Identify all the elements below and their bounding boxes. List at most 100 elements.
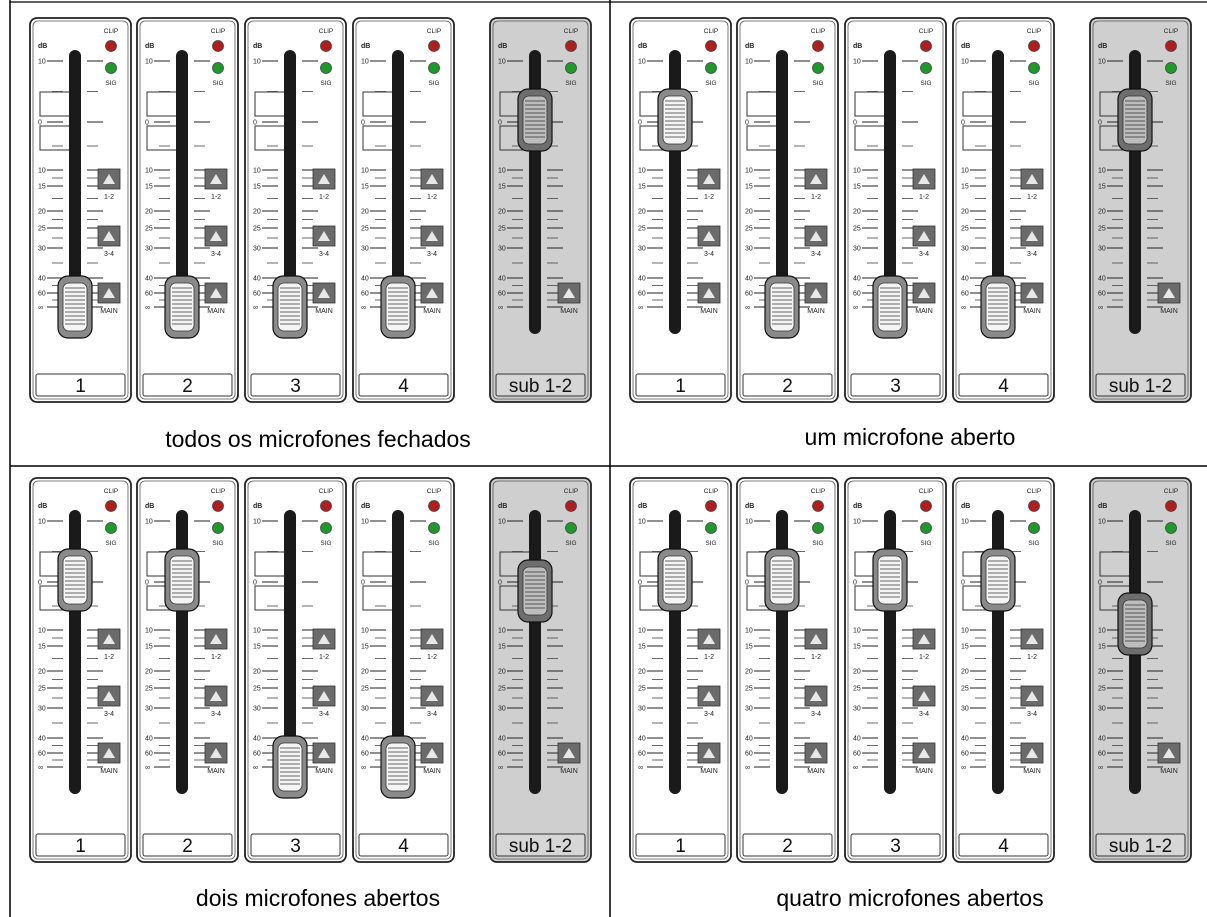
assign-button-12[interactable]: 1-2 <box>1020 628 1044 661</box>
assign-button-34[interactable]: 3-4 <box>420 225 444 258</box>
scale-tick-label: ∞ <box>38 765 43 772</box>
assign-button-12[interactable]: 1-2 <box>1020 168 1044 201</box>
assign-button-main[interactable]: MAIN <box>420 742 444 775</box>
fader-knob[interactable] <box>380 275 416 339</box>
scale-tick-label: 25 <box>961 686 969 693</box>
assign-button-34[interactable]: 3-4 <box>697 685 721 718</box>
assign-button-main[interactable]: MAIN <box>1020 742 1044 775</box>
assign-button-12[interactable]: 1-2 <box>804 168 828 201</box>
assign-button-34[interactable]: 3-4 <box>97 225 121 258</box>
clip-led-icon <box>920 500 932 512</box>
fader-knob[interactable] <box>872 275 908 339</box>
fader-knob[interactable] <box>164 275 200 339</box>
assign-button-12[interactable]: 1-2 <box>912 628 936 661</box>
fader-knob[interactable] <box>872 548 908 612</box>
scale-tick-label: 40 <box>961 736 969 743</box>
assign-button-main[interactable]: MAIN <box>1157 742 1181 775</box>
fader-knob[interactable] <box>517 88 553 152</box>
fader-knob[interactable] <box>57 275 93 339</box>
fader-knob[interactable] <box>272 275 308 339</box>
fader-knob[interactable] <box>272 735 308 799</box>
fader-knob[interactable] <box>517 559 553 623</box>
triangle-up-icon <box>426 288 438 298</box>
scale-tick-label: 20 <box>638 209 646 216</box>
assign-button-12[interactable]: 1-2 <box>204 628 228 661</box>
assign-button-12[interactable]: 1-2 <box>804 628 828 661</box>
assign-button-main[interactable]: MAIN <box>97 742 121 775</box>
assign-button-main[interactable]: MAIN <box>1157 282 1181 315</box>
assign-button-12[interactable]: 1-2 <box>312 628 336 661</box>
assign-button-12[interactable]: 1-2 <box>697 168 721 201</box>
fader-knob[interactable] <box>1117 592 1153 656</box>
assign-button-main[interactable]: MAIN <box>557 742 581 775</box>
assign-button-main[interactable]: MAIN <box>912 742 936 775</box>
assign-button-main[interactable]: MAIN <box>804 282 828 315</box>
assign-button-main[interactable]: MAIN <box>312 282 336 315</box>
assign-button-main[interactable]: MAIN <box>912 282 936 315</box>
assign-button-main[interactable]: MAIN <box>204 282 228 315</box>
triangle-up-icon <box>918 691 930 701</box>
assign-button-34[interactable]: 3-4 <box>697 225 721 258</box>
scale-tick-label: ∞ <box>961 305 966 312</box>
scale-tick-label: 15 <box>498 644 506 651</box>
assign-button-34[interactable]: 3-4 <box>1020 685 1044 718</box>
triangle-up-icon <box>703 748 715 758</box>
fader-knob[interactable] <box>657 548 693 612</box>
assign-button-34[interactable]: 3-4 <box>912 225 936 258</box>
assign-button-main[interactable]: MAIN <box>97 282 121 315</box>
fader-knob-face <box>985 555 1011 605</box>
fader-knob[interactable] <box>980 275 1016 339</box>
assign-button-12[interactable]: 1-2 <box>204 168 228 201</box>
assign-button-label: 3-4 <box>211 251 221 258</box>
assign-button-34[interactable]: 3-4 <box>804 685 828 718</box>
fader-knob[interactable] <box>764 548 800 612</box>
fader-knob[interactable] <box>980 548 1016 612</box>
assign-button-12[interactable]: 1-2 <box>420 628 444 661</box>
fader-knob[interactable] <box>380 735 416 799</box>
sig-label: SIG <box>565 80 576 87</box>
assign-button-12[interactable]: 1-2 <box>420 168 444 201</box>
scale-tick-label: 10 <box>253 168 261 175</box>
assign-button-main[interactable]: MAIN <box>697 742 721 775</box>
assign-button-main[interactable]: MAIN <box>697 282 721 315</box>
sig-label: SIG <box>320 80 331 87</box>
assign-button-12[interactable]: 1-2 <box>312 168 336 201</box>
assign-button-12[interactable]: 1-2 <box>97 628 121 661</box>
assign-button-34[interactable]: 3-4 <box>912 685 936 718</box>
fader-knob-face <box>62 282 88 332</box>
fader-knob[interactable] <box>164 548 200 612</box>
assign-button-12[interactable]: 1-2 <box>912 168 936 201</box>
fader-knob[interactable] <box>764 275 800 339</box>
assign-button-label: MAIN <box>207 768 225 775</box>
assign-button-12[interactable]: 1-2 <box>97 168 121 201</box>
assign-button-main[interactable]: MAIN <box>1020 282 1044 315</box>
assign-button-main[interactable]: MAIN <box>420 282 444 315</box>
scale-tick-label: 40 <box>145 276 153 283</box>
assign-button-34[interactable]: 3-4 <box>312 685 336 718</box>
assign-button-12[interactable]: 1-2 <box>697 628 721 661</box>
assign-button-label: 1-2 <box>211 654 221 661</box>
fader-knob[interactable] <box>1117 88 1153 152</box>
assign-button-main[interactable]: MAIN <box>312 742 336 775</box>
assign-button-34[interactable]: 3-4 <box>312 225 336 258</box>
fader-knob[interactable] <box>57 548 93 612</box>
assign-button-34[interactable]: 3-4 <box>204 225 228 258</box>
scale-tick-label: 20 <box>498 669 506 676</box>
assign-button-main[interactable]: MAIN <box>804 742 828 775</box>
assign-button-main[interactable]: MAIN <box>204 742 228 775</box>
assign-button-34[interactable]: 3-4 <box>420 685 444 718</box>
assign-button-34[interactable]: 3-4 <box>804 225 828 258</box>
strip-inner-border <box>139 20 236 400</box>
fader-knob[interactable] <box>657 88 693 152</box>
clip-label: CLIP <box>1027 28 1041 35</box>
assign-button-34[interactable]: 3-4 <box>1020 225 1044 258</box>
mixer-panel: dBCLIPSIG10010152025304060∞1-23-4MAIN1dB… <box>29 477 592 911</box>
assign-button-main[interactable]: MAIN <box>557 282 581 315</box>
scale-tick-label: 25 <box>961 226 969 233</box>
scale-tick-label: 30 <box>961 706 969 713</box>
assign-button-34[interactable]: 3-4 <box>97 685 121 718</box>
assign-button-label: MAIN <box>207 308 225 315</box>
assign-button-34[interactable]: 3-4 <box>204 685 228 718</box>
scale-tick-label: 60 <box>361 291 369 298</box>
